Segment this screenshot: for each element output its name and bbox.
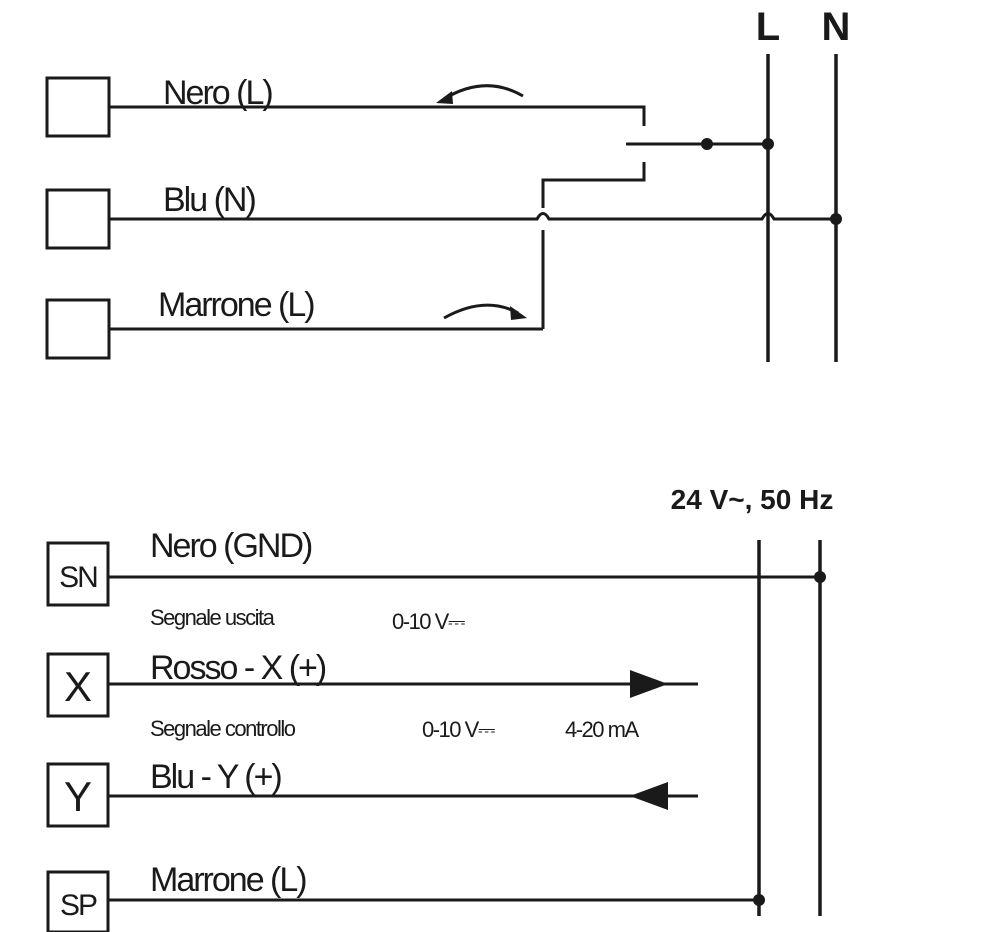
junction-dot (814, 571, 826, 583)
signal-control-label: Segnale controllo (150, 716, 296, 741)
terminal-box-sp (46, 870, 110, 932)
signal-control-alt-range: 4-20 mA (565, 717, 639, 742)
terminal-box-sn (46, 541, 110, 607)
terminal-box-2 (45, 188, 111, 250)
terminal-box-y (46, 762, 110, 828)
input-arrow-icon (630, 782, 668, 810)
signal-control-range: 0-10 V⎓ (422, 717, 495, 742)
output-arrow-icon (630, 670, 668, 698)
bottom-section: 24 V~, 50 Hz SN X Y SP Nero (GND) Segnal… (46, 484, 834, 932)
junction-dot (762, 138, 774, 150)
terminal-box-3 (45, 298, 111, 360)
terminal-box-1 (45, 76, 111, 138)
junction-dot (830, 213, 842, 225)
junction-dot (753, 894, 765, 906)
wire-label-marrone-l-bottom: Marrone (L) (150, 861, 306, 899)
arrowhead-icon (436, 91, 453, 104)
terminal-code-sp: SP (60, 889, 97, 922)
switch-lower-contact (541, 162, 646, 208)
wire-label-marrone-l: Marrone (L) (158, 286, 314, 324)
top-section: L N Nero (L) Blu (N) Marrone (L) (45, 5, 851, 362)
wire-label-nero-l: Nero (L) (163, 74, 272, 112)
wire-blu-n (109, 212, 836, 221)
arrowhead-icon (510, 306, 527, 320)
terminal-box-x (46, 652, 110, 718)
wire-label-blu-n: Blu (N) (163, 181, 255, 219)
supply-label: 24 V~, 50 Hz (671, 484, 834, 515)
wire-label-blu-y: Blu - Y (+) (150, 758, 281, 796)
neutral-label: N (822, 5, 851, 49)
line-label: L (756, 5, 780, 49)
curved-arrow-icon (443, 303, 519, 320)
signal-output-range: 0-10 V⎓ (392, 609, 465, 634)
terminal-code-x: X (64, 663, 92, 710)
wire-label-nero-gnd: Nero (GND) (150, 527, 312, 565)
curved-arrow-icon (443, 84, 524, 101)
wire-label-rosso-x: Rosso - X (+) (150, 649, 326, 687)
wire-nero-l (109, 105, 646, 126)
junction-dot (701, 138, 713, 150)
terminal-code-sn: SN (59, 561, 97, 594)
signal-output-label: Segnale uscita (150, 605, 276, 630)
terminal-code-y: Y (64, 773, 92, 820)
